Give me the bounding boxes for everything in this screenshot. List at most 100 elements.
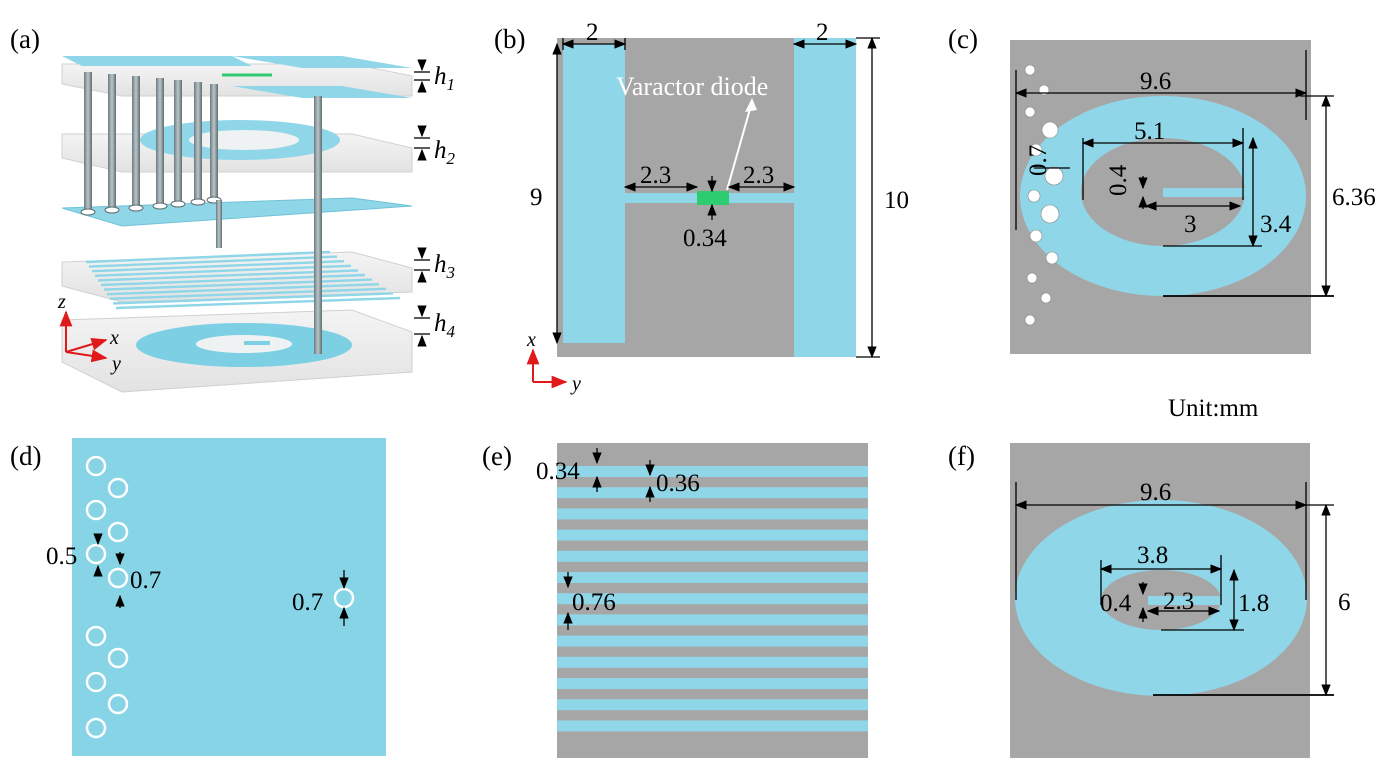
via-hole (1029, 143, 1043, 157)
slot-width-c-label: 0.4 (1105, 164, 1132, 196)
grating-strip (557, 720, 868, 732)
grating-strip (557, 678, 868, 689)
panel-b-label: (b) (494, 24, 525, 54)
via-pad (104, 206, 120, 214)
via-hole (1026, 272, 1038, 284)
grating-strip (115, 296, 401, 310)
via-pad (152, 202, 168, 210)
period-e-label: 0.76 (572, 589, 616, 616)
axis-x-label: x (109, 327, 119, 349)
panel-a-label: (a) (10, 24, 40, 54)
panel-e: (e) 0.34 0.36 0.76 (482, 441, 868, 758)
via-pitch-label: 0.7 (1025, 145, 1052, 176)
grating-strip (85, 250, 331, 264)
axis-y-arrow (65, 349, 108, 363)
panel-f: (f) 9.6 3.8 0.4 2.3 1.8 6 (948, 441, 1351, 758)
panel-b: (b) 2 2 Varactor diode 2.3 2.3 0.34 9 10… (494, 19, 909, 395)
panel-d-label: (d) (10, 441, 41, 471)
strip-right-bottom (232, 86, 412, 98)
right-width-label: 2 (816, 19, 829, 46)
outer-height-f-label: 6 (1338, 589, 1351, 616)
strip-width-label: 0.34 (683, 225, 727, 252)
ring-slot-layer-4 (244, 341, 270, 345)
grating-strip (557, 572, 868, 583)
ring-slot-c (1163, 188, 1245, 197)
inner-height-c-label: 3.4 (1260, 211, 1292, 238)
hole-ring (107, 693, 129, 715)
unit-label: Unit:mm (1168, 395, 1259, 422)
b-axis-x-label: x (526, 329, 536, 351)
via-hole (1041, 121, 1059, 139)
via-hole (1044, 166, 1064, 186)
hole-ring (107, 567, 129, 589)
hole-ring (85, 625, 107, 647)
diode-leader (726, 101, 753, 191)
layer-ground (61, 197, 413, 227)
grating-strip (109, 287, 387, 300)
grating-strip (106, 283, 380, 296)
via-pillar (84, 72, 92, 212)
varactor-diode (697, 191, 729, 205)
left-arm (563, 44, 625, 343)
grating-strip (557, 614, 868, 626)
grating-strip (557, 466, 868, 477)
strip-width-e-label: 0.34 (536, 458, 580, 485)
via-pillars (80, 72, 322, 354)
hole-ring (107, 477, 129, 499)
via-pillar (108, 74, 116, 210)
gap-right-label: 2.3 (743, 162, 774, 189)
slot-length-c-label: 3 (1184, 211, 1197, 238)
feed-pillar (314, 96, 322, 354)
via-holes-c (1024, 64, 1064, 326)
inner-width-f-label: 3.8 (1137, 542, 1168, 569)
via-hole (1029, 229, 1043, 243)
strip-right-top (232, 56, 412, 68)
grating-strip (112, 292, 394, 305)
via-hole (1024, 106, 1036, 118)
via-hole (1040, 292, 1052, 304)
via-pillar (216, 200, 222, 248)
via-hole (1024, 314, 1036, 326)
axis-x-arrow (65, 338, 108, 353)
hole-single-label: 0.7 (292, 589, 323, 616)
hole-ring (85, 499, 107, 521)
layer-3 (61, 250, 413, 310)
panel-e-label: (e) (482, 441, 512, 471)
b-axis-y-label: y (570, 373, 581, 395)
via-pad (80, 208, 96, 216)
gap-left-label: 2.3 (640, 162, 671, 189)
grating-strip (94, 264, 352, 277)
ring-inner-layer-2 (189, 130, 299, 150)
via-hole (1045, 251, 1059, 265)
h1-label: h1 (434, 63, 455, 94)
h-markers (414, 59, 430, 347)
outer-height-c-label: 6.36 (1332, 184, 1376, 211)
hole-ring (107, 647, 129, 669)
outer-width-f-label: 9.6 (1140, 479, 1171, 506)
grating-strip (557, 550, 868, 562)
via-hole (1024, 64, 1036, 76)
grating-strip (103, 278, 373, 291)
via-hole (1027, 189, 1041, 203)
grating-strip (557, 529, 868, 541)
right-arm (794, 38, 856, 357)
via-pad (128, 204, 144, 212)
panel-d: (d) 0.5 0.7 0.7 (10, 438, 386, 756)
layer-1 (61, 56, 413, 98)
hole-ring (85, 717, 107, 739)
panel-c: (c) 9.6 5.1 0.7 0.4 3 3.4 6.36 Unit:mm (948, 24, 1376, 422)
via-pillar (132, 76, 140, 208)
via-pillar (210, 84, 218, 200)
slot-width-f-label: 0.4 (1100, 590, 1132, 617)
grating-strip (557, 487, 868, 499)
strip-left-top (62, 56, 252, 66)
ground-plate-d (72, 438, 386, 756)
layer-4 (61, 309, 413, 393)
height-inner-label: 9 (530, 184, 543, 211)
diode-label: Varactor diode (616, 72, 768, 101)
panel-a: (a) (10, 24, 456, 393)
ground-plane (61, 197, 413, 227)
via-pillar (174, 80, 182, 204)
axes-a: z x y (57, 291, 121, 375)
hole-ring (85, 671, 107, 693)
